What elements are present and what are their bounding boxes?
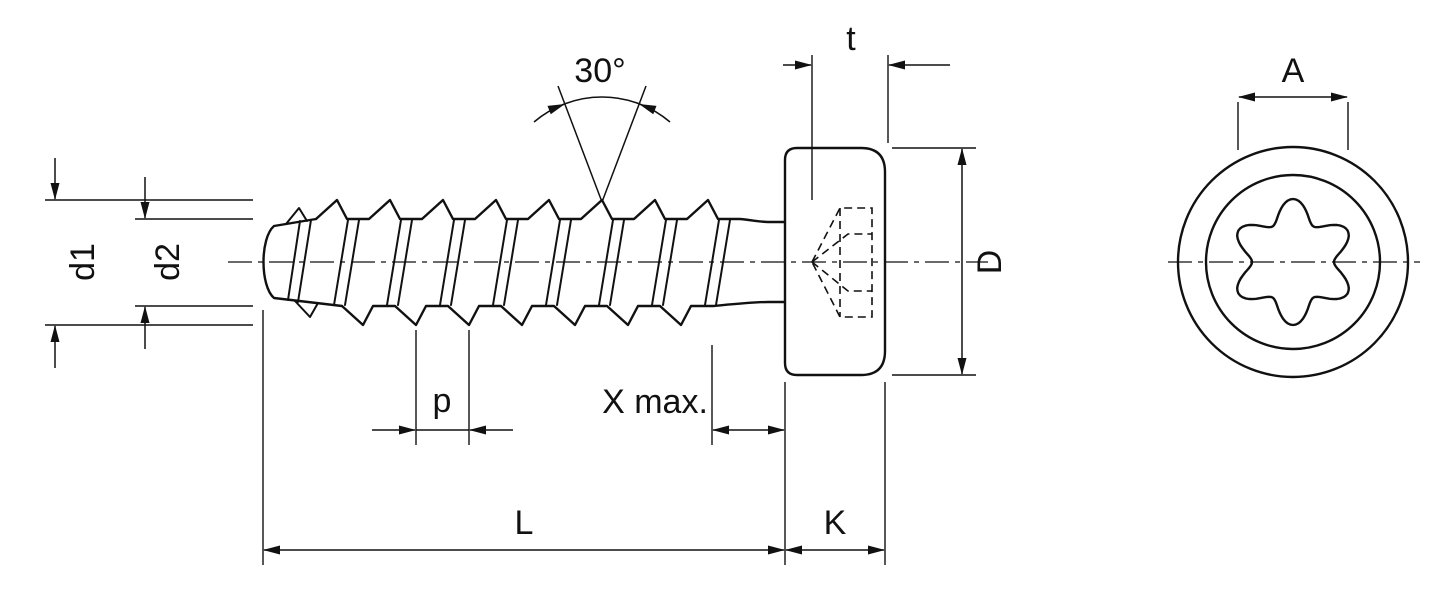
torx-recess-star <box>1236 197 1350 327</box>
thread-helix-lines <box>287 219 731 306</box>
head-face-circle <box>1204 173 1382 351</box>
dim-arrow <box>957 148 967 165</box>
label-A: A <box>1282 52 1305 90</box>
dim-arrow <box>868 545 885 555</box>
head-outer-circle <box>1176 145 1410 379</box>
dim-arrow <box>888 60 905 70</box>
screw-side-view <box>262 146 887 377</box>
label-t: t <box>846 20 856 58</box>
dimension-d2: d2 <box>135 177 253 349</box>
recess-outline-hidden <box>811 207 873 318</box>
dimension-t: t <box>783 20 950 200</box>
dim-arrow <box>399 425 416 435</box>
screw-head-outline <box>783 146 887 377</box>
recess-lobe-hidden <box>811 233 872 292</box>
label-x-max: X max. <box>602 383 708 421</box>
thread-profile-top <box>314 198 787 224</box>
label-D: D <box>971 250 1009 275</box>
label-L: L <box>515 504 534 542</box>
dim-arrow <box>1331 92 1348 102</box>
label-thread-angle: 30° <box>574 52 625 90</box>
dimension-L: L <box>262 310 786 565</box>
label-p: p <box>433 382 452 420</box>
recess-hidden-lines <box>811 207 873 318</box>
dimension-D: D <box>892 147 1009 376</box>
dim-arrow <box>50 325 60 342</box>
dim-arrow <box>795 60 812 70</box>
dimension-d1: d1 <box>45 158 253 368</box>
dimension-x-max: X max. <box>602 345 785 445</box>
dimension-p: p <box>372 330 513 445</box>
dim-arrow <box>469 425 486 435</box>
label-d2: d2 <box>149 243 187 281</box>
dim-arrow <box>768 545 785 555</box>
dim-arrow <box>957 358 967 375</box>
dimensions: d1 d2 30° t <box>45 20 1349 565</box>
dim-arrow <box>263 545 280 555</box>
dim-arrow <box>785 545 802 555</box>
dimension-thread-angle: 30° <box>533 52 671 203</box>
dimension-K: K <box>785 382 886 565</box>
screw-tip-outline <box>262 217 344 308</box>
dim-arrow <box>140 202 150 219</box>
screw-end-view <box>1176 145 1410 379</box>
dim-arrow <box>768 425 785 435</box>
dim-arrow <box>712 425 729 435</box>
label-d1: d1 <box>64 243 102 281</box>
thread-profile-bottom <box>340 300 787 327</box>
dimension-A: A <box>1237 52 1349 150</box>
dim-arrow <box>50 183 60 200</box>
label-K: K <box>824 504 847 542</box>
tip-partial-thread-bottom <box>294 300 319 318</box>
dim-arrow <box>140 306 150 323</box>
dim-arrow <box>1238 92 1255 102</box>
tip-partial-thread-top <box>285 207 308 225</box>
